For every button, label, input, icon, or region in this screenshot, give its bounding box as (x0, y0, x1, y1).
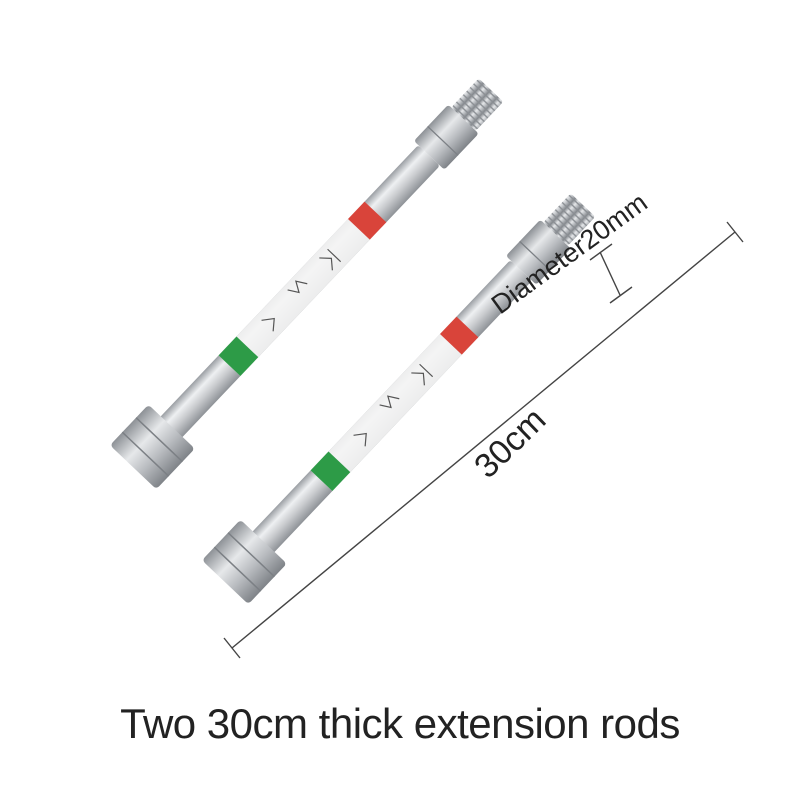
red-label-block (440, 316, 479, 355)
warning-label (218, 203, 385, 377)
red-label-block (348, 201, 387, 240)
length-dimension (223, 221, 744, 659)
green-label-block (218, 336, 259, 377)
diameter-line (599, 251, 621, 296)
male-thread (452, 79, 503, 130)
green-label-block (310, 451, 351, 492)
diameter-tick-top (589, 243, 613, 261)
length-tick-start (223, 637, 241, 659)
extension-rod-1 (111, 79, 503, 488)
caption: Two 30cm thick extension rods (120, 700, 680, 747)
diameter-tick-bottom (609, 286, 633, 304)
male-hex-fitting (415, 105, 478, 169)
female-nut (111, 406, 194, 488)
diameter-dimension (589, 243, 633, 304)
extension-rod-2 (203, 194, 595, 603)
female-nut (203, 521, 286, 603)
male-hex-fitting (507, 220, 570, 284)
length-tick-end (726, 221, 744, 243)
male-thread (544, 194, 595, 245)
warning-label (310, 318, 477, 492)
length-dimension-line (231, 231, 736, 649)
